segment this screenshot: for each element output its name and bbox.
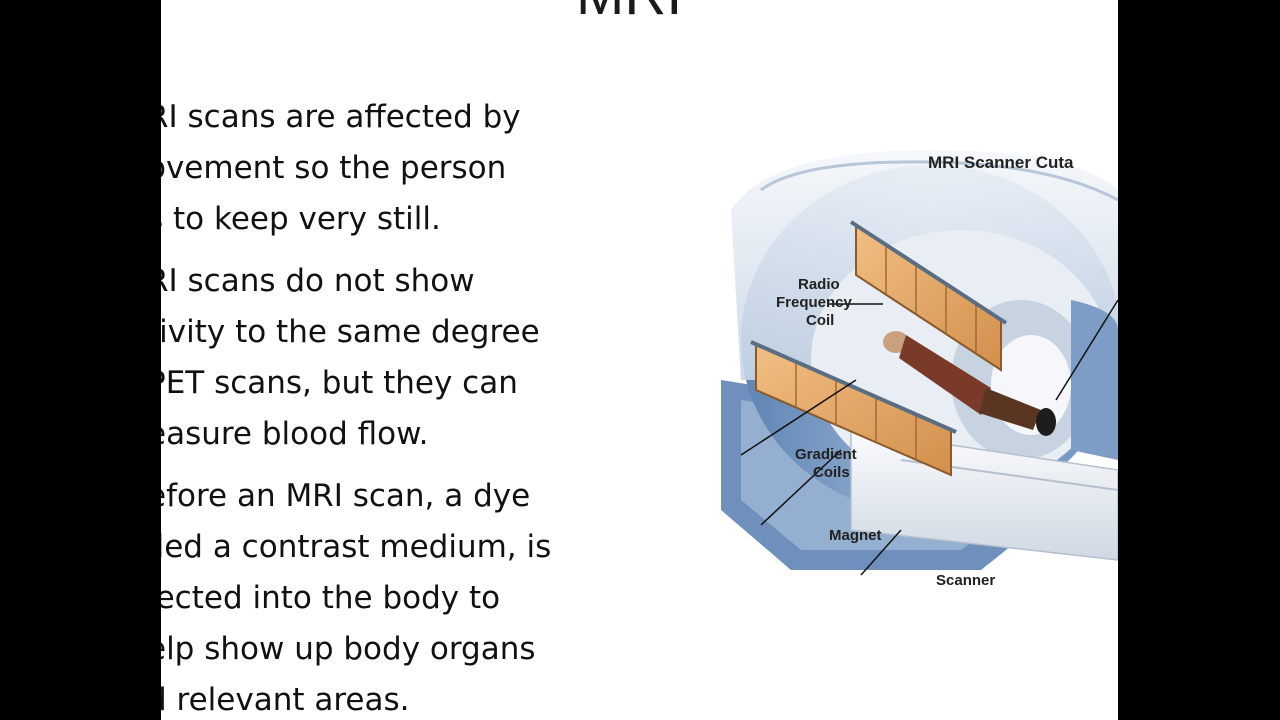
bullet-line: s to keep very still. <box>161 201 441 237</box>
rf-coil-upper <box>849 220 1008 372</box>
bullet-line: elp show up body organs <box>161 631 536 667</box>
presentation-slide: MRI RI scans are affected by ovement so … <box>161 0 1118 720</box>
bullet-item: efore an MRI scan, a dye lled a contrast… <box>161 471 617 720</box>
rf-coil-label: Coil <box>806 312 834 329</box>
shell-edge <box>760 160 1118 202</box>
bullet-line: PET scans, but they can <box>161 365 518 401</box>
patient-figure <box>883 331 1056 436</box>
mri-scanner-illustration: MRI Scanner Cuta Radio Frequency Coil Gr… <box>721 150 1118 589</box>
scanner-leader <box>860 529 902 576</box>
scanner-label: Scanner <box>936 572 995 589</box>
mri-scanner-diagram: MRI Scanner Cuta Radio Frequency Coil Gr… <box>601 130 1118 610</box>
bullet-line: easure blood flow. <box>161 416 429 452</box>
diagram-title: MRI Scanner Cuta <box>928 153 1074 172</box>
bullet-list: RI scans are affected by ovement so the … <box>161 92 617 720</box>
slide-title: MRI <box>576 0 682 28</box>
gradient-coil-lower <box>750 340 957 477</box>
bullet-line: RI scans are affected by <box>161 99 521 135</box>
bullet-line: efore an MRI scan, a dye <box>161 478 531 514</box>
magnet-leader <box>760 449 842 526</box>
bullet-item: RI scans do not show tivity to the same … <box>161 256 617 460</box>
magnet-label: Magnet <box>829 527 882 544</box>
rf-coil-label: Radio <box>798 276 840 293</box>
bullet-item: RI scans are affected by ovement so the … <box>161 92 617 245</box>
bullet-line: RI scans do not show <box>161 263 475 299</box>
right-leader <box>1055 299 1118 401</box>
bullet-line: ovement so the person <box>161 150 507 186</box>
bullet-line: lled a contrast medium, is <box>161 529 552 565</box>
bullet-line: tivity to the same degree <box>161 314 540 350</box>
scanner-side-housing <box>1071 300 1118 460</box>
gradient-coils-label: Coils <box>813 464 850 481</box>
rf-coil-label: Frequency <box>776 294 853 311</box>
bullet-line: jected into the body to <box>161 580 501 616</box>
gradient-coils-label: Gradient <box>795 446 857 463</box>
bullet-line: d relevant areas. <box>161 682 410 718</box>
gradient-coils-leader <box>740 379 857 456</box>
